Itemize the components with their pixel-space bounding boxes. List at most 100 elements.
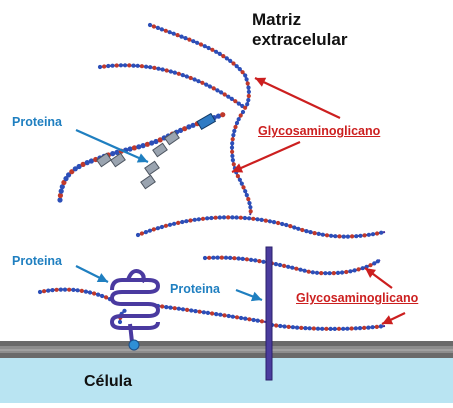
gag-chain-left-bead — [87, 290, 93, 295]
gag-chain-right-bead — [248, 209, 253, 214]
gag-chain-mid-2-bead — [273, 262, 278, 267]
gag-chain-mid-1-bead — [354, 234, 359, 239]
transmembrane-rod — [265, 246, 273, 381]
gag-chain-mid-1-bead — [308, 230, 313, 235]
gag-chain-low-1-bead — [247, 317, 252, 322]
gag-chain-low-2-bead — [303, 326, 308, 331]
core-protein-strand-bead — [182, 126, 188, 132]
arrow-protein-left-head — [96, 273, 108, 282]
gag-chain-mid-2-bead — [257, 259, 262, 264]
gag-chain-low-1-bead — [168, 305, 173, 310]
gag-chain-mid-2-bead — [236, 256, 241, 261]
gag-chain-mid-2-bead — [340, 270, 345, 275]
gag-chain-mid-1-bead — [221, 215, 227, 220]
gag-chain-top-2-bead — [245, 102, 250, 107]
gag-chain-mid-1-bead — [147, 228, 152, 233]
gag-chain-low-2-bead — [362, 325, 367, 330]
gag-chain-mid-2-bead — [310, 270, 315, 275]
gag-chain-low-1-bead — [205, 310, 210, 315]
gag-chain-top-1-bead — [156, 66, 161, 71]
gag-chain-right-bead — [232, 128, 237, 134]
gag-chain-mid-2-bead — [202, 255, 208, 261]
gag-chain-low-2-bead — [290, 325, 295, 330]
gag-chain-stub-bead — [117, 319, 123, 325]
gag-chain-left-bead — [50, 288, 55, 293]
gag-chain-right-bead — [231, 133, 236, 138]
core-protein-strand-bead — [88, 158, 94, 164]
gag-chain-low-2-bead — [341, 326, 346, 331]
arrow-protein-top-shaft — [75, 128, 149, 164]
arrow-gag-top-1-shaft — [254, 77, 341, 119]
gag-chain-mid-2-bead — [223, 255, 229, 260]
core-protein-strand-bead — [63, 176, 69, 182]
protein-domain — [140, 174, 156, 190]
gag-chain-right-bead — [230, 158, 235, 163]
gag-chain-top-2-bead — [206, 45, 211, 51]
gag-chain-mid-1-bead — [163, 223, 168, 228]
gag-chain-mid-1-bead — [300, 227, 305, 233]
gag-chain-mid-2-bead — [360, 266, 365, 271]
anchor-bead — [128, 339, 140, 351]
core-protein-strand-bead — [127, 146, 133, 152]
gag-chain-mid-1-bead — [213, 215, 218, 220]
gag-chain-left-bead — [71, 287, 76, 292]
gag-chain-low-1-bead — [201, 310, 206, 315]
gag-chain-low-1-bead — [176, 306, 181, 311]
gag-chain-mid-2-bead — [331, 271, 336, 276]
gag-chain-low-2-bead — [307, 326, 312, 331]
gag-chain-mid-1-bead — [271, 220, 277, 225]
gag-chain-right-bead — [229, 145, 235, 150]
gag-chain-top-1-bead — [215, 88, 220, 93]
gag-chain-mid-2-bead — [327, 271, 332, 276]
gag-chain-mid-2-bead — [298, 267, 303, 272]
gag-chain-mid-1-bead — [284, 222, 289, 228]
core-protein-strand-bead — [220, 112, 226, 118]
gag-chain-top-2-bead — [202, 44, 207, 49]
gag-chain-low-1-bead — [230, 314, 235, 319]
gag-chain-mid-2-bead — [249, 257, 254, 262]
gag-chain-low-2-bead — [299, 325, 304, 330]
gag-chain-right-bead — [240, 109, 246, 115]
gag-chain-top-2-bead — [246, 89, 251, 94]
gag-chain-left-bead — [83, 289, 88, 294]
gag-chain-top-2-bead — [246, 98, 251, 103]
gag-chain-mid-1-bead — [176, 220, 181, 225]
gag-chain-mid-1-bead — [226, 215, 231, 220]
gag-chain-left-bead — [58, 287, 63, 292]
protein-label-top: Proteina — [12, 115, 63, 129]
gag-chain-top-1-bead — [211, 86, 216, 91]
gag-chain-mid-2-bead — [319, 271, 324, 276]
gag-chain-mid-1-bead — [180, 219, 185, 225]
core-protein-strand-bead — [84, 160, 90, 166]
gag-chain-top-1-bead — [192, 77, 197, 82]
gag-chain-right-bead — [230, 153, 235, 159]
gag-chain-mid-1-bead — [276, 220, 281, 226]
arrow-gag-top-2-head — [232, 163, 244, 173]
gag-chain-top-1-bead — [226, 94, 231, 99]
gag-chain-mid-1-bead — [155, 226, 160, 231]
core-protein-strand-bead — [186, 124, 192, 130]
gag-chain-mid-1-bead — [304, 229, 309, 234]
gag-chain-top-2-bead — [228, 58, 233, 64]
gag-chain-mid-2-bead — [253, 258, 258, 263]
gag-chain-top-1-bead — [102, 64, 107, 69]
gag-chain-mid-1-bead — [167, 222, 173, 227]
gag-chain-mid-1-bead — [139, 231, 144, 236]
gag-chain-low-1-bead — [234, 315, 240, 320]
arrow-protein-top-head — [136, 153, 148, 163]
core-protein-strand-bead — [72, 166, 78, 172]
gag-chain-mid-2-bead — [294, 266, 299, 271]
gag-chain-left-bead — [67, 287, 72, 292]
gag-chain-top-2-bead — [167, 30, 172, 35]
gag-chain-left-bead — [62, 287, 68, 292]
gag-chain-top-2-bead — [179, 34, 184, 39]
gag-chain-low-1-bead — [160, 304, 165, 309]
gag-chain-top-1-bead — [168, 69, 173, 74]
gag-chain-low-1-bead — [189, 308, 194, 313]
gag-chain-left-bead — [92, 291, 97, 296]
gag-chain-mid-1-bead — [370, 232, 376, 237]
gag-chain-top-1-bead — [180, 73, 185, 78]
gag-chain-mid-1-bead — [242, 215, 247, 221]
core-protein-strand-bead — [157, 137, 163, 143]
gag-chain-top-1-bead — [233, 99, 238, 104]
